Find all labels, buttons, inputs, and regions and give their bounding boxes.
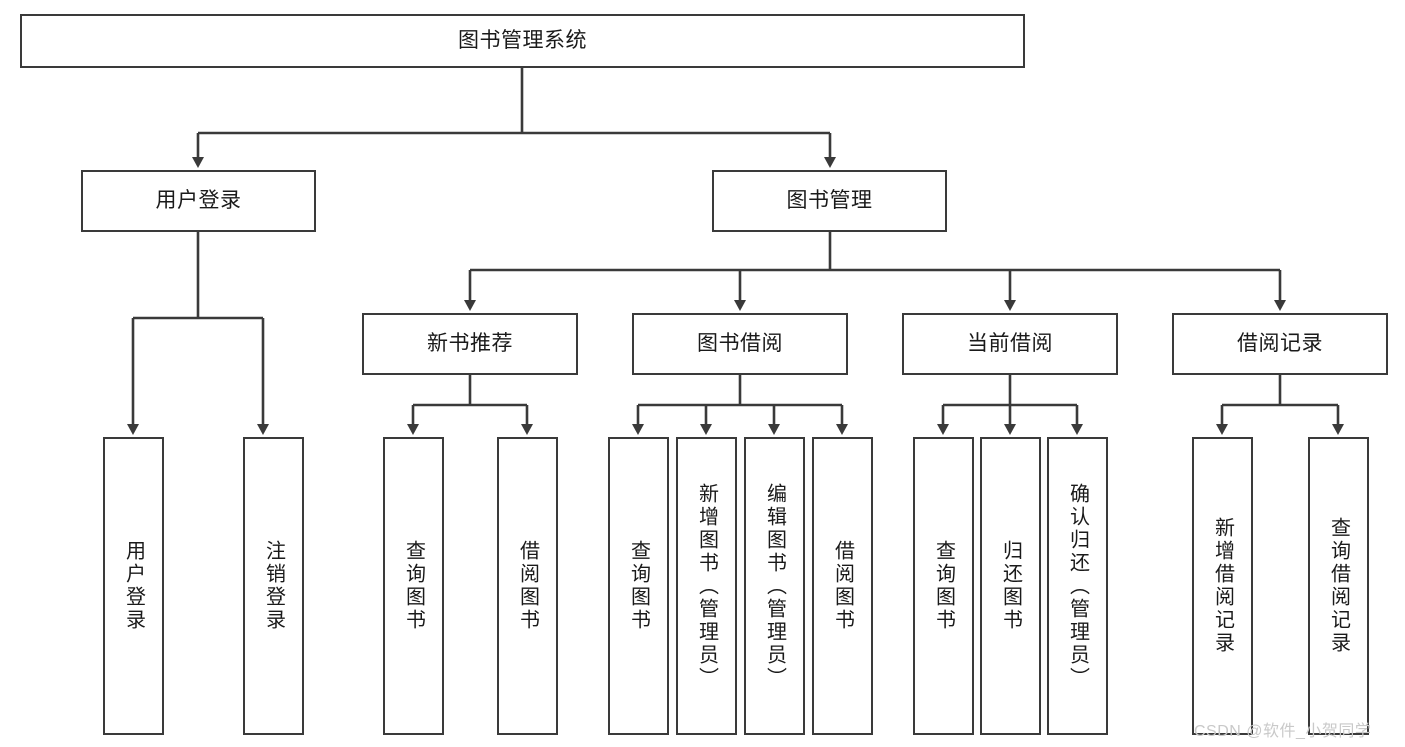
node-label: 借阅图书 (516, 540, 539, 632)
node-label: 借阅图书 (831, 540, 854, 632)
node-label: 确认归还（管理员） (1066, 482, 1089, 690)
node-label: 注销登录 (262, 540, 285, 632)
leaf-query-borrow-record[interactable]: 查询借阅记录 (1308, 437, 1369, 735)
node-book-borrow[interactable]: 图书借阅 (632, 313, 848, 375)
node-label: 归还图书 (999, 540, 1022, 632)
leaf-logout-login[interactable]: 注销登录 (243, 437, 304, 735)
node-label: 查询借阅记录 (1327, 517, 1350, 655)
node-label: 新书推荐 (427, 332, 513, 356)
node-label: 借阅记录 (1237, 332, 1323, 356)
node-label: 用户登录 (155, 189, 242, 213)
node-borrow-record[interactable]: 借阅记录 (1172, 313, 1388, 375)
leaf-add-book-admin[interactable]: 新增图书（管理员） (676, 437, 737, 735)
node-label: 查询图书 (402, 540, 425, 632)
node-book-management[interactable]: 图书管理 (712, 170, 947, 232)
node-label: 新增借阅记录 (1211, 517, 1234, 655)
node-label: 查询图书 (627, 540, 650, 632)
leaf-borrow-book-recommend[interactable]: 借阅图书 (497, 437, 558, 735)
node-current-borrow[interactable]: 当前借阅 (902, 313, 1118, 375)
leaf-add-borrow-record[interactable]: 新增借阅记录 (1192, 437, 1253, 735)
node-label: 图书管理系统 (458, 29, 587, 53)
node-label: 当前借阅 (967, 332, 1053, 356)
node-label: 新增图书（管理员） (695, 482, 718, 690)
node-label: 图书借阅 (697, 332, 783, 356)
leaf-edit-book-admin[interactable]: 编辑图书（管理员） (744, 437, 805, 735)
leaf-user-login[interactable]: 用户登录 (103, 437, 164, 735)
leaf-borrow-book[interactable]: 借阅图书 (812, 437, 873, 735)
node-label: 图书管理 (786, 189, 873, 213)
csdn-watermark: CSDN @软件_小贺同学 (1194, 723, 1372, 740)
leaf-query-book-borrow[interactable]: 查询图书 (608, 437, 669, 735)
node-user-login[interactable]: 用户登录 (81, 170, 316, 232)
node-label: 查询图书 (932, 540, 955, 632)
leaf-confirm-return-admin[interactable]: 确认归还（管理员） (1047, 437, 1108, 735)
node-label: 编辑图书（管理员） (763, 482, 786, 690)
leaf-query-book-recommend[interactable]: 查询图书 (383, 437, 444, 735)
node-new-book-recommend[interactable]: 新书推荐 (362, 313, 578, 375)
node-label: 用户登录 (122, 540, 145, 632)
leaf-query-book-current[interactable]: 查询图书 (913, 437, 974, 735)
node-root-book-management-system[interactable]: 图书管理系统 (20, 14, 1025, 68)
leaf-return-book[interactable]: 归还图书 (980, 437, 1041, 735)
